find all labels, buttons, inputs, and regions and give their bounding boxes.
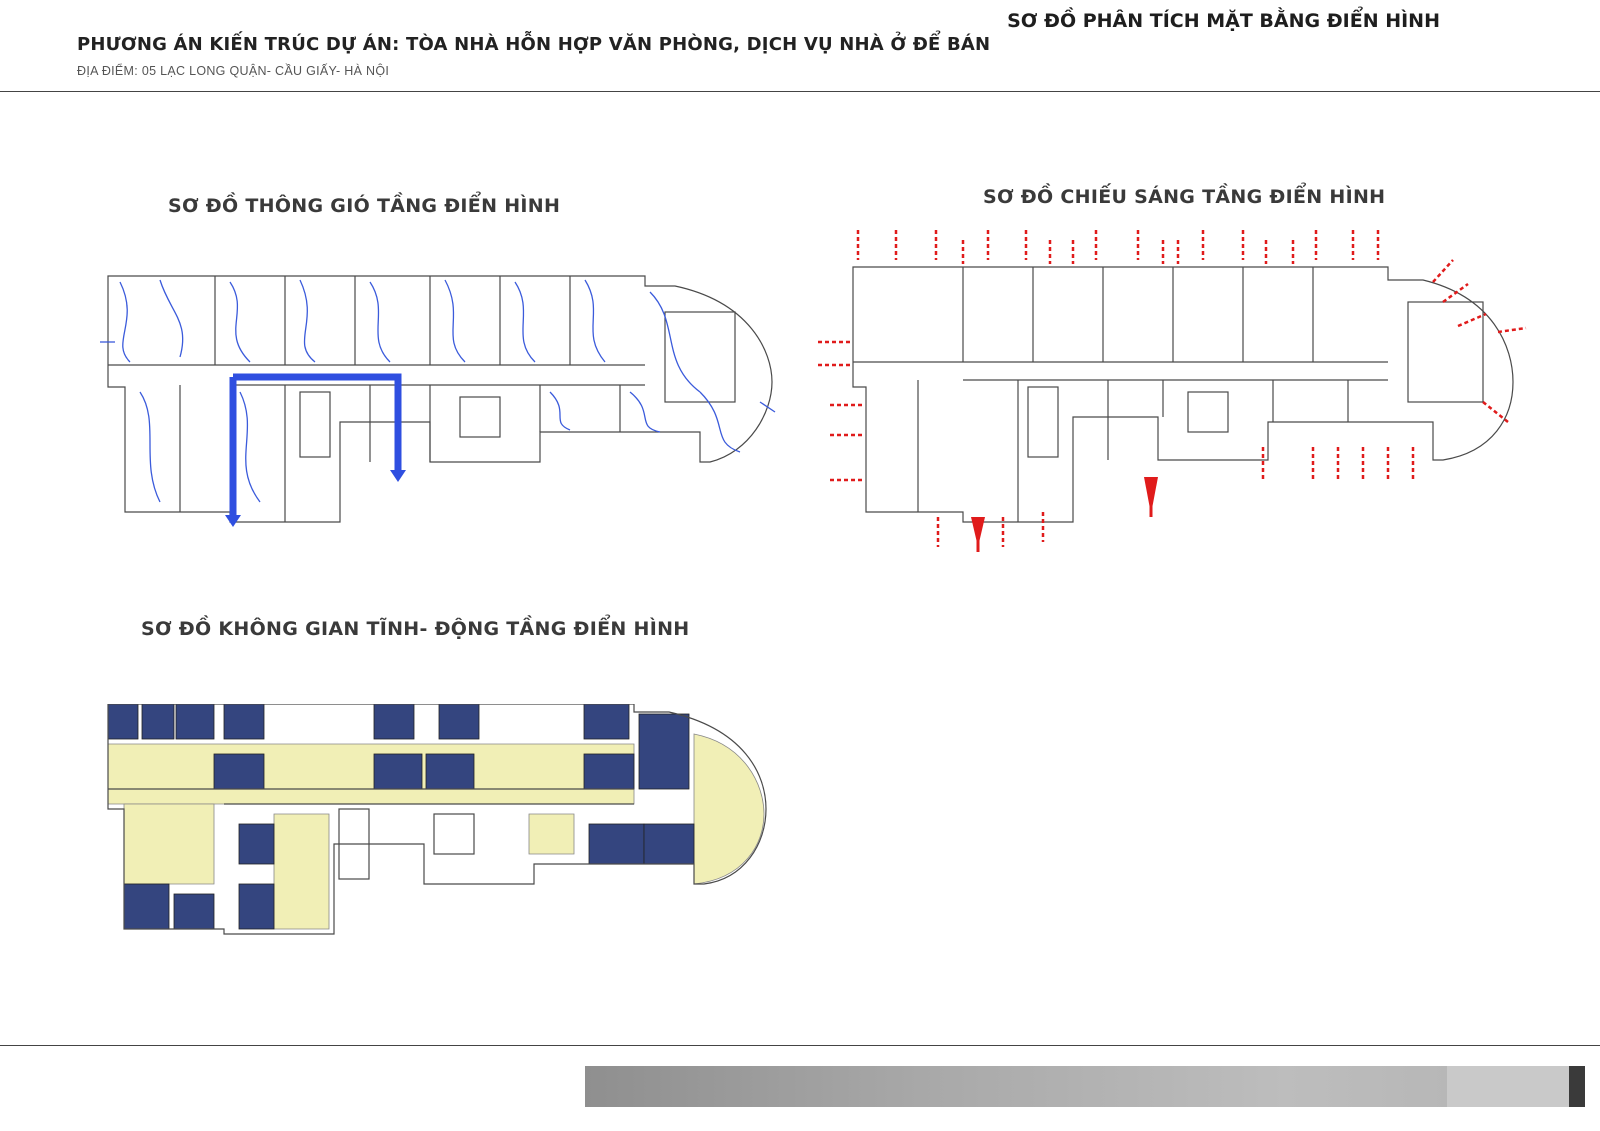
building-outline [852,266,1514,523]
project-location: ĐỊA ĐIỂM: 05 LẠC LONG QUẬN- CẦU GIẤY- HÀ… [77,64,390,78]
static-zones [107,704,695,930]
header-divider [0,91,1600,92]
footer-divider [0,1045,1600,1046]
building-outline [107,704,767,935]
ventilation-arrows [100,279,776,503]
lighting-floor-plan [818,230,1527,552]
building-outline [107,275,773,523]
footer-accent-strip [1447,1066,1569,1107]
lighting-panel-title: SƠ ĐỒ CHIẾU SÁNG TẦNG ĐIỂN HÌNH [983,186,1386,208]
project-title: PHƯƠNG ÁN KIẾN TRÚC DỰ ÁN: TÒA NHÀ HỖN H… [77,34,991,55]
sheet-title: SƠ ĐỒ PHÂN TÍCH MẶT BẰNG ĐIỂN HÌNH [1007,10,1440,32]
ventilation-panel-title: SƠ ĐỒ THÔNG GIÓ TẦNG ĐIỂN HÌNH [168,195,561,217]
static-dynamic-panel-title: SƠ ĐỒ KHÔNG GIAN TĨNH- ĐỘNG TẦNG ĐIỂN HÌ… [141,618,690,640]
main-airflow-arrow [229,373,402,517]
daylight-arrows [818,230,1527,547]
ventilation-floor-plan [100,275,776,527]
static-dynamic-floor-plan [107,704,767,935]
airflow-arrowhead-right [390,470,406,482]
footer-end-cap [1569,1066,1585,1107]
footer-banner [585,1066,1585,1107]
airflow-arrowhead-left [225,515,241,527]
